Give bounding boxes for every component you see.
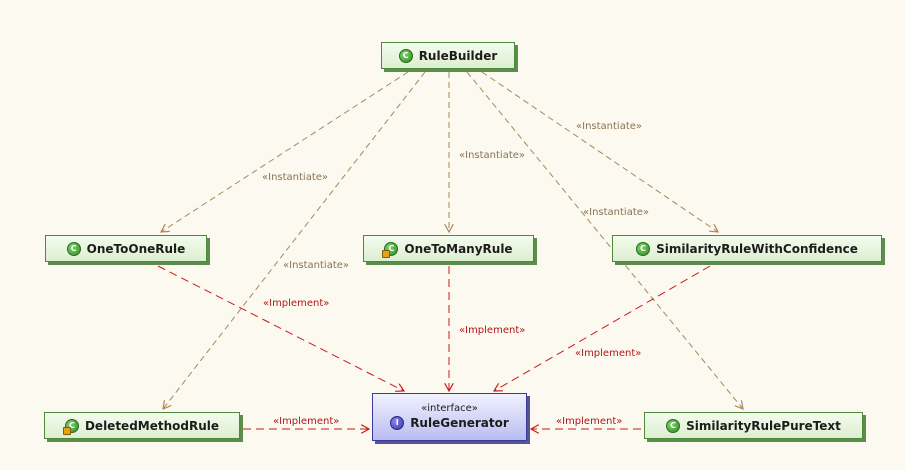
implement-label-one-to-many: «Implement» — [459, 325, 525, 336]
instantiate-label-one-to-one: «Instantiate» — [262, 172, 328, 183]
implement-label-deleted: «Implement» — [273, 416, 339, 427]
implement-label-pure-text: «Implement» — [556, 416, 622, 427]
rule-generator-label: RuleGenerator — [410, 416, 509, 430]
implement-line-one-to-one[interactable] — [157, 265, 404, 391]
class-icon: C — [398, 48, 413, 63]
similarity-rule-pure-text-label: SimilarityRulePureText — [686, 418, 841, 433]
interface-stereotype: «interface» — [421, 403, 478, 414]
instantiate-label-one-to-many: «Instantiate» — [459, 150, 525, 161]
rule-builder-label: RuleBuilder — [418, 48, 498, 63]
rule-builder-class[interactable]: C RuleBuilder — [381, 42, 515, 69]
instantiate-label-confidence: «Instantiate» — [576, 121, 642, 132]
implement-label-one-to-one: «Implement» — [263, 298, 329, 309]
one-to-one-rule-class[interactable]: C OneToOneRule — [45, 235, 207, 262]
deleted-method-rule-class[interactable]: C DeletedMethodRule — [44, 412, 240, 439]
one-to-one-rule-label: OneToOneRule — [86, 241, 186, 256]
instantiate-line-confidence[interactable] — [481, 71, 718, 232]
implement-label-confidence: «Implement» — [575, 348, 641, 359]
class-icon: C — [636, 241, 651, 256]
instantiate-label-deleted: «Instantiate» — [283, 260, 349, 271]
class-icon: C — [66, 241, 81, 256]
abstract-class-icon: C — [62, 418, 79, 435]
deleted-method-rule-label: DeletedMethodRule — [84, 418, 220, 433]
abstract-class-icon: C — [382, 241, 399, 258]
similarity-rule-with-confidence-label: SimilarityRuleWithConfidence — [656, 241, 858, 256]
rule-generator-interface[interactable]: «interface» I RuleGenerator — [372, 393, 527, 441]
interface-icon: I — [390, 416, 405, 430]
one-to-many-rule-class[interactable]: C OneToManyRule — [363, 235, 534, 262]
similarity-rule-with-confidence-class[interactable]: C SimilarityRuleWithConfidence — [612, 235, 882, 262]
similarity-rule-pure-text-class[interactable]: C SimilarityRulePureText — [644, 412, 863, 439]
instantiate-line-pure-text[interactable] — [466, 71, 743, 409]
one-to-many-rule-label: OneToManyRule — [404, 241, 513, 256]
instantiate-label-pure-text: «Instantiate» — [583, 207, 649, 218]
instantiate-line-deleted[interactable] — [163, 71, 426, 409]
class-icon: C — [666, 418, 681, 433]
implement-line-confidence[interactable] — [494, 265, 711, 391]
instantiate-line-one-to-one[interactable] — [161, 71, 409, 232]
